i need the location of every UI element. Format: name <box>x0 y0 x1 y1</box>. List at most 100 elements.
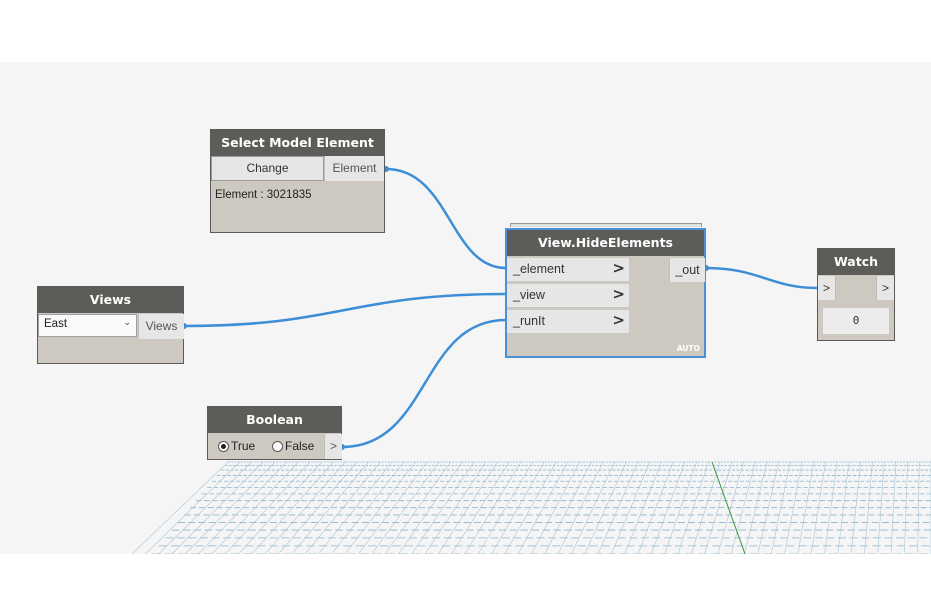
grid-line <box>158 461 252 554</box>
grid-line <box>850 461 861 554</box>
grid-line <box>864 461 873 554</box>
radio-false[interactable]: False <box>272 439 314 453</box>
grid-line <box>384 461 451 554</box>
grid-line <box>398 461 463 554</box>
graph-canvas[interactable]: Select Model Element Change Element Elem… <box>0 62 931 554</box>
node-boolean[interactable]: Boolean True False > <box>207 406 342 460</box>
output-port-out[interactable]: _out <box>669 258 705 282</box>
grid-line <box>145 461 240 554</box>
grid-line <box>344 461 416 554</box>
grid-line <box>198 461 287 554</box>
wire-views-to-hide[interactable] <box>183 292 507 328</box>
grid-line <box>491 461 545 554</box>
grid-line <box>224 461 311 554</box>
input-port-element[interactable]: _element > <box>507 258 629 282</box>
grid-line <box>744 461 768 554</box>
grid-line <box>624 461 662 554</box>
node-watch[interactable]: Watch > > 0 <box>817 248 895 341</box>
lacing-badge[interactable]: AUTO <box>676 344 700 353</box>
background-grid <box>131 461 931 554</box>
output-port-boolean[interactable]: > <box>324 434 342 459</box>
grid-line <box>251 461 334 554</box>
input-port-runit[interactable]: _runIt > <box>507 310 629 334</box>
grid-line <box>278 461 358 554</box>
node-views[interactable]: Views East ⌄ Views <box>37 286 184 364</box>
grid-line <box>171 461 264 554</box>
wire-hide-to-watch[interactable] <box>705 266 819 290</box>
input-label: _element <box>513 262 565 276</box>
grid-line <box>837 461 850 554</box>
grid-line <box>464 461 522 554</box>
connector-layer <box>181 166 819 450</box>
output-port-element[interactable]: Element <box>324 156 384 181</box>
grid-line <box>318 461 393 554</box>
radio-selected-icon <box>218 441 229 453</box>
grid-line <box>824 461 838 554</box>
grid-line <box>611 461 651 554</box>
grid-line <box>531 461 580 554</box>
radio-true[interactable]: True <box>218 439 255 453</box>
grid-line <box>730 461 756 554</box>
false-label: False <box>285 439 315 453</box>
grid-line <box>890 461 897 554</box>
grid-line <box>557 461 604 554</box>
change-button[interactable]: Change <box>211 156 324 181</box>
grid-line <box>677 461 709 554</box>
grid-line <box>331 461 404 554</box>
views-dropdown[interactable]: East ⌄ <box>38 314 137 337</box>
grid-line <box>904 461 908 554</box>
watch-value: 0 <box>823 308 889 334</box>
node-title[interactable]: Boolean <box>208 407 341 433</box>
grid-line <box>304 461 381 554</box>
node-view-hide-elements[interactable]: View.HideElements _element > _view > _ru… <box>505 228 706 358</box>
grid-line <box>238 461 322 554</box>
node-title[interactable]: Select Model Element <box>211 130 384 156</box>
grid-line <box>784 461 803 554</box>
grid-line <box>544 461 592 554</box>
wire-element-to-hide[interactable] <box>385 167 507 270</box>
grid-line <box>664 461 697 554</box>
input-port-watch[interactable]: > <box>818 276 836 300</box>
output-port-views[interactable]: Views <box>138 314 184 339</box>
input-port-view[interactable]: _view > <box>507 284 629 308</box>
grid-line <box>411 461 475 554</box>
grid-line <box>597 461 639 554</box>
node-title[interactable]: Views <box>38 287 183 313</box>
grid-line <box>571 461 615 554</box>
dropdown-value: East <box>44 318 68 330</box>
output-port-watch[interactable]: > <box>876 276 894 300</box>
stack-shadow <box>510 223 702 227</box>
grid-line <box>637 461 674 554</box>
grid-line <box>371 461 440 554</box>
element-value-text: Element : 3021835 <box>215 189 312 201</box>
chevron-right-icon: > <box>612 285 625 303</box>
grid-line <box>358 461 428 554</box>
input-label: _view <box>513 288 545 302</box>
grid-line <box>757 461 779 554</box>
grid-line <box>477 461 533 554</box>
grid-line <box>717 461 744 554</box>
input-label: _runIt <box>513 314 545 328</box>
grid-axis-line <box>711 461 746 554</box>
grid-line <box>691 461 721 554</box>
grid-line <box>504 461 557 554</box>
node-title[interactable]: Watch <box>818 249 894 275</box>
chevron-right-icon: > <box>612 311 625 329</box>
radio-unselected-icon <box>272 441 283 453</box>
chevron-right-icon: > <box>612 259 625 277</box>
true-label: True <box>231 439 256 453</box>
node-title[interactable]: View.HideElements <box>507 230 704 256</box>
grid-line <box>797 461 815 554</box>
node-select-model-element[interactable]: Select Model Element Change Element Elem… <box>210 129 385 233</box>
grid-line <box>517 461 569 554</box>
grid-line <box>917 461 920 554</box>
grid-line <box>584 461 627 554</box>
grid-line <box>211 461 299 554</box>
wire-boolean-to-hide[interactable] <box>341 318 507 449</box>
grid-line <box>438 461 498 554</box>
grid-line <box>291 461 369 554</box>
grid-line <box>264 461 346 554</box>
grid-line <box>770 461 791 554</box>
grid-line <box>424 461 487 554</box>
grid-line <box>704 461 733 554</box>
